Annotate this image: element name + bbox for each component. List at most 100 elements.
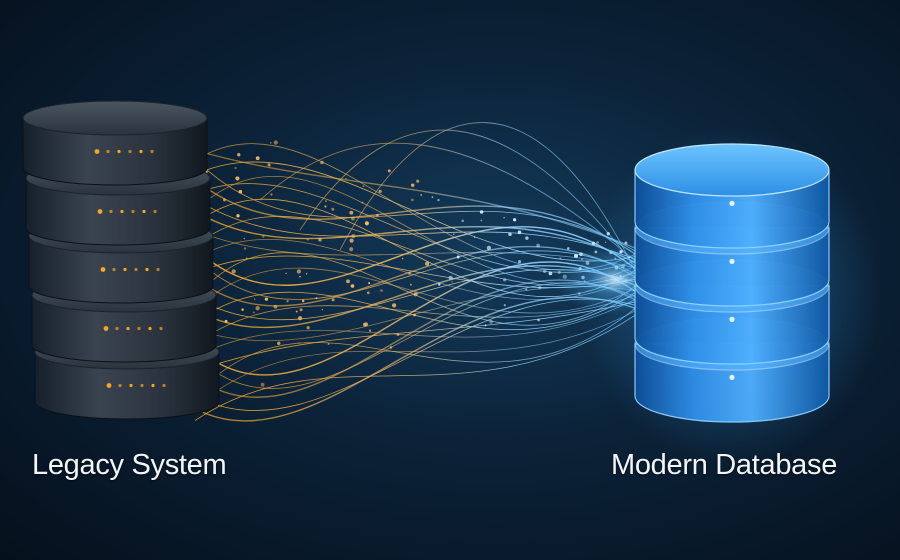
data-particle [411,198,414,202]
legacy-led-indicator [103,326,109,331]
data-particle [425,261,430,266]
data-particle [361,201,364,204]
data-particle [273,304,278,309]
data-particle [368,282,371,285]
data-particle [548,271,553,276]
data-particle [296,269,302,274]
legacy-led-indicator [150,149,154,154]
data-stream-line [202,304,641,389]
data-particle [517,230,522,235]
data-particle [591,241,596,245]
data-particle [380,289,383,292]
data-particle [299,308,303,312]
data-particle [410,183,415,187]
data-particle [437,198,440,202]
data-particle [349,247,354,252]
data-particle [567,247,570,250]
data-particle [236,214,240,218]
legacy-led-indicator [106,383,112,388]
data-particle [231,269,236,274]
data-particle [448,275,453,280]
legacy-led-indicator [131,209,135,214]
data-stream-line [198,307,641,405]
data-particle [392,303,397,308]
data-stream-line [202,292,641,339]
modern-db-indicator [729,258,735,264]
data-particle [486,245,492,251]
data-particle [350,284,355,288]
data-particle [503,304,506,307]
legacy-led-indicator [123,267,127,272]
data-particle [407,271,412,275]
legacy-led-indicator [134,267,138,272]
legacy-led-indicator [151,383,155,388]
legacy-tier-body [22,117,208,186]
data-particle [518,260,522,264]
data-particle [327,343,330,345]
legacy-led-indicator [145,267,149,272]
legacy-tier-body [34,351,220,420]
legacy-led-indicator [126,326,130,331]
data-particle [401,257,404,260]
data-particle [235,176,240,181]
data-particle [431,196,434,198]
data-particle [525,236,529,240]
modern-db-segment-top [634,143,830,197]
data-particle [502,278,507,282]
data-stream-line [194,289,641,330]
legacy-led-indicator [97,209,103,214]
data-particle [315,297,318,300]
data-particle [536,243,540,248]
legacy-led-indicator [120,209,124,214]
data-particle [255,156,260,161]
data-stream-line [194,300,641,372]
legacy-led-indicator [156,267,160,272]
data-particle [376,213,379,217]
data-particle [537,318,540,322]
modern-database-cylinder [634,143,830,423]
data-stream-line [194,311,641,421]
legacy-led-indicator [159,326,163,331]
data-particle [277,341,281,346]
data-particle [298,316,303,321]
data-particle [596,241,599,244]
data-particle [604,241,607,244]
modern-db-segment [634,143,830,249]
modern-db-indicator [729,374,735,380]
data-particle [305,273,308,275]
data-particle [363,322,367,327]
data-particle [484,324,487,327]
data-particle [349,210,354,215]
data-particle [362,185,365,188]
data-particle [262,235,265,238]
legacy-led-indicator [139,149,143,154]
legacy-led-indicator [128,149,132,154]
data-stream-line [198,245,641,307]
data-particle [325,200,327,202]
data-particle [503,216,505,219]
data-particle [474,236,476,238]
data-particle [413,313,416,317]
data-particle [453,233,455,235]
data-particle [222,198,226,202]
data-particle [351,234,356,239]
data-stream-line [198,267,641,314]
data-particle [438,283,441,286]
data-particles [198,140,631,387]
legacy-led-indicator [94,149,100,154]
data-particle [349,238,354,243]
legacy-tier-body [31,294,217,363]
data-particle [252,311,255,314]
data-particle [331,207,335,211]
data-particle [306,326,310,330]
data-particle [461,219,465,223]
data-particle [286,300,289,303]
legacy-led-indicator [162,383,166,388]
legacy-tier-body [25,177,211,246]
data-particle [331,298,335,302]
data-particle [396,333,400,336]
legacy-led-indicator [140,383,144,388]
data-particle [241,308,244,311]
data-particle [318,237,322,242]
